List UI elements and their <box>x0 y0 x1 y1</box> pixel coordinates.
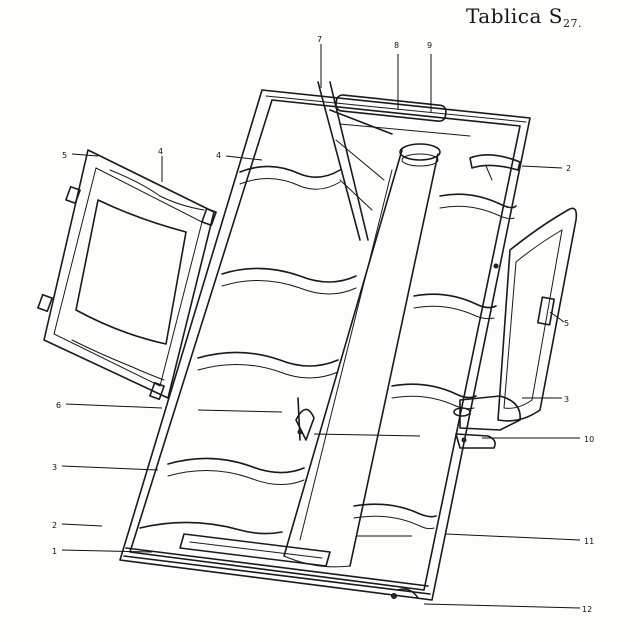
callout-5-right: 5 <box>564 319 569 328</box>
right-top-bracket <box>469 154 521 181</box>
small-fittings <box>179 263 499 599</box>
plate-title-main: Tablica S <box>466 4 563 28</box>
callout-labels: 7 8 9 5 4 4 2 5 6 3 10 3 2 1 11 12 <box>52 35 594 614</box>
callout-10: 10 <box>584 435 594 444</box>
callout-3-right: 3 <box>564 395 569 404</box>
callout-4-mid: 4 <box>216 151 221 160</box>
center-tube <box>283 143 441 568</box>
callout-5-left: 5 <box>62 151 67 160</box>
leader-lines <box>61 44 581 609</box>
callout-2-left: 2 <box>52 521 57 530</box>
callout-7: 7 <box>317 35 322 44</box>
callout-4-upper: 4 <box>158 147 163 156</box>
plate-title-sub: 27. <box>563 17 582 30</box>
callout-3-left: 3 <box>52 463 57 472</box>
callout-1: 1 <box>52 547 57 556</box>
right-side-panel <box>453 207 578 449</box>
callout-2-right: 2 <box>566 164 571 173</box>
left-side-panel <box>37 149 217 401</box>
cross-ribs-left <box>139 165 357 535</box>
main-frame <box>119 89 531 601</box>
callout-9: 9 <box>427 41 432 50</box>
top-bar <box>335 94 471 137</box>
callout-11: 11 <box>584 537 594 546</box>
callout-8: 8 <box>394 41 399 50</box>
callout-6: 6 <box>56 401 61 410</box>
plate-title: Tablica S27. <box>466 4 582 30</box>
callout-12: 12 <box>582 605 592 614</box>
cross-ribs-right <box>353 193 517 530</box>
